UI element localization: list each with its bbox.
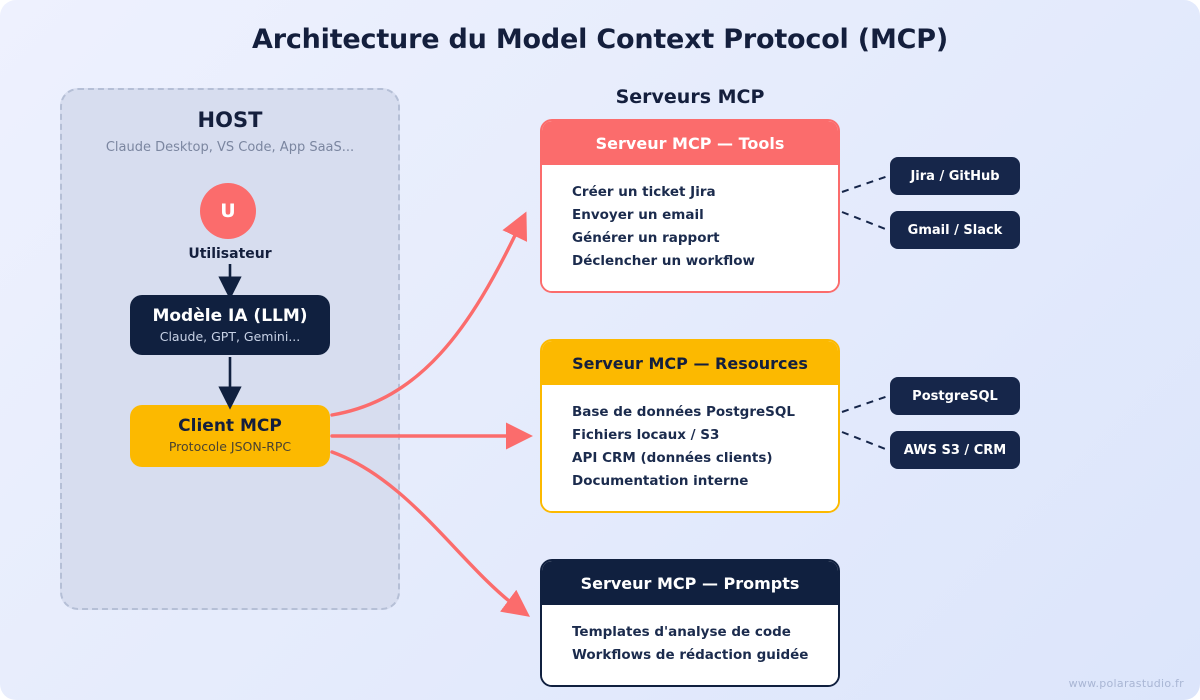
list-item: Créer un ticket Jira — [572, 184, 716, 200]
list-item: Fichiers locaux / S3 — [572, 427, 720, 443]
integration-badge-label: PostgreSQL — [912, 388, 998, 404]
server-card-prompts-header: Serveur MCP — Prompts — [542, 561, 838, 605]
server-card-resources-body: Base de données PostgreSQL Fichiers loca… — [542, 385, 838, 511]
model-box-subtitle: Claude, GPT, Gemini... — [159, 328, 301, 344]
user-label: Utilisateur — [188, 246, 272, 262]
server-card-tools: Serveur MCP — Tools Créer un ticket Jira… — [540, 119, 840, 293]
server-card-prompts: Serveur MCP — Prompts Templates d'analys… — [540, 559, 840, 687]
list-item: Templates d'analyse de code — [572, 624, 791, 640]
integration-badge-label: AWS S3 / CRM — [903, 442, 1007, 458]
server-card-tools-header: Serveur MCP — Tools — [542, 121, 838, 165]
servers-heading: Serveurs MCP — [615, 86, 765, 108]
client-box-subtitle: Protocole JSON-RPC — [168, 438, 292, 454]
list-item: Base de données PostgreSQL — [572, 404, 795, 420]
connector-resources-to-postgresql — [841, 395, 889, 413]
list-item: Envoyer un email — [572, 207, 704, 223]
host-subtitle: Claude Desktop, VS Code, App SaaS... — [105, 140, 355, 155]
client-box-title: Client MCP — [178, 416, 282, 436]
server-card-resources-header: Serveur MCP — Resources — [542, 341, 838, 385]
avatar-initial: U — [220, 200, 236, 222]
client-box: Client MCP Protocole JSON-RPC — [130, 405, 330, 467]
list-item: Générer un rapport — [572, 230, 720, 246]
integration-badge-postgresql: PostgreSQL — [890, 377, 1020, 415]
integration-badge-aws-s3-crm: AWS S3 / CRM — [890, 431, 1020, 469]
list-item: Documentation interne — [572, 473, 749, 489]
list-item: API CRM (données clients) — [572, 450, 773, 466]
avatar: U — [200, 183, 256, 239]
connector-resources-to-aws-s3-crm — [841, 431, 889, 451]
model-box: Modèle IA (LLM) Claude, GPT, Gemini... — [130, 295, 330, 355]
connector-tools-to-jira-github — [841, 175, 889, 193]
server-card-tools-body: Créer un ticket Jira Envoyer un email Gé… — [542, 165, 838, 291]
list-item: Workflows de rédaction guidée — [572, 647, 809, 663]
page-title: Architecture du Model Context Protocol (… — [252, 24, 948, 55]
integration-badge-gmail-slack: Gmail / Slack — [890, 211, 1020, 249]
server-card-prompts-body: Templates d'analyse de code Workflows de… — [542, 605, 838, 685]
host-title: HOST — [197, 108, 263, 132]
integration-badge-label: Jira / GitHub — [910, 168, 1000, 184]
integration-badge-jira-github: Jira / GitHub — [890, 157, 1020, 195]
server-card-resources: Serveur MCP — Resources Base de données … — [540, 339, 840, 513]
integration-badge-label: Gmail / Slack — [907, 222, 1003, 238]
list-item: Déclencher un workflow — [572, 253, 755, 269]
connector-tools-to-gmail-slack — [841, 211, 889, 231]
model-box-title: Modèle IA (LLM) — [152, 306, 308, 326]
watermark: www.polarastudio.fr — [1068, 677, 1184, 690]
